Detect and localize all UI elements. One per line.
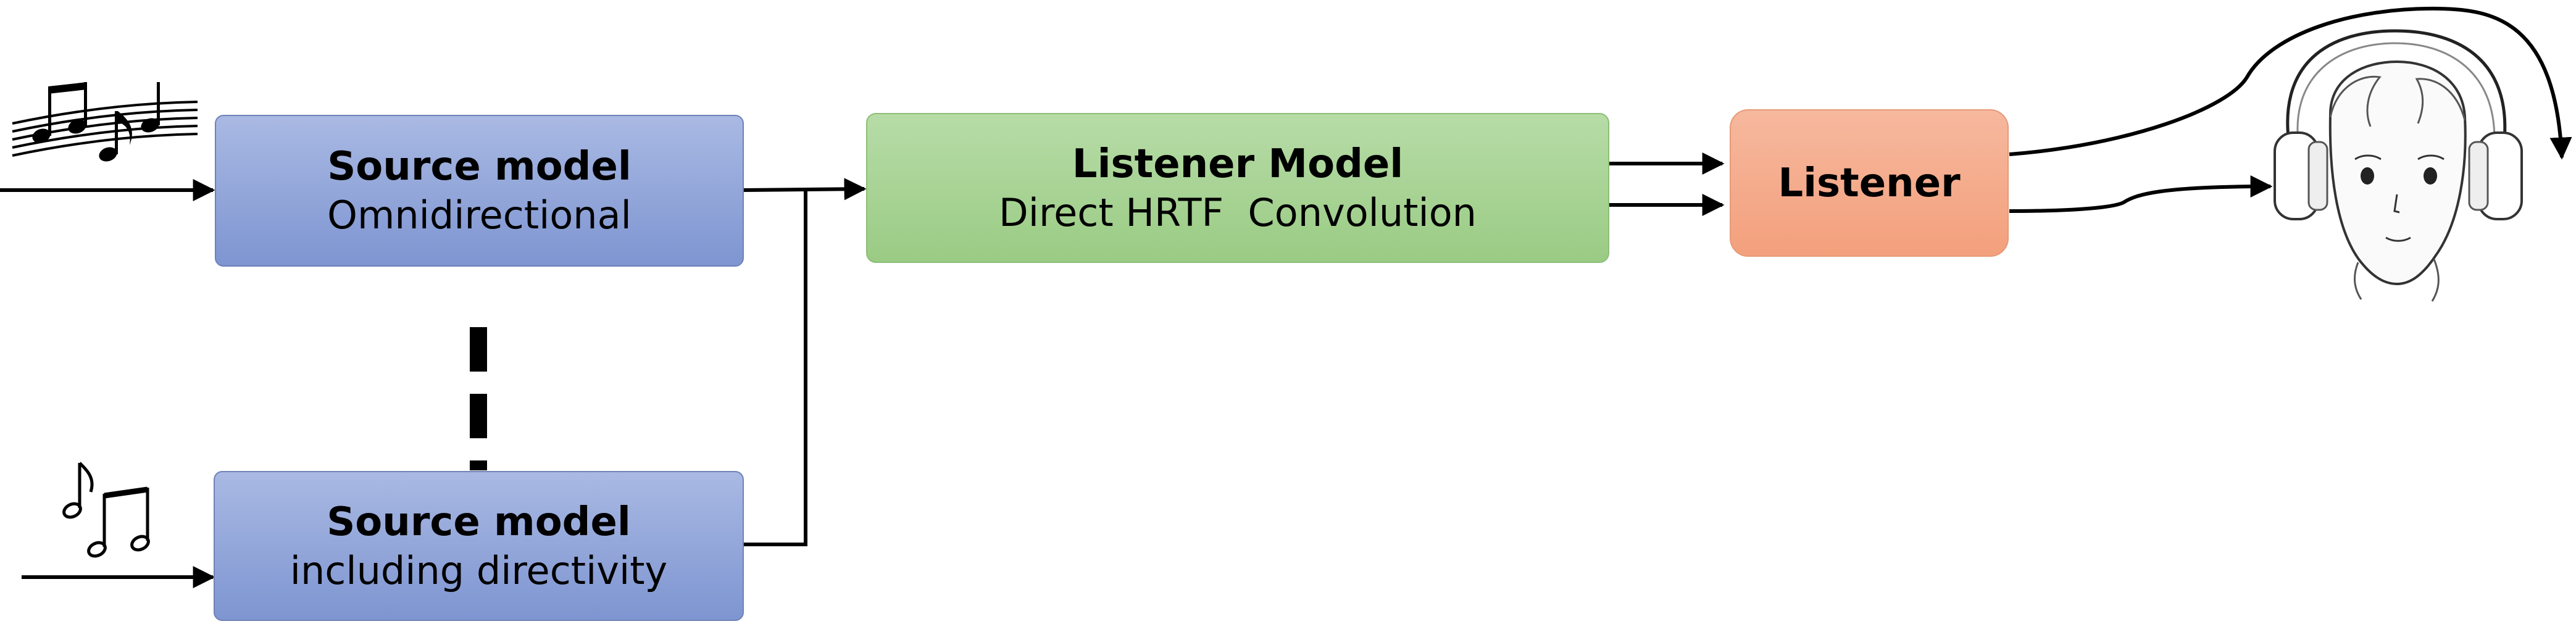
music-notes-staff-icon [12, 82, 198, 162]
source-model-title: Source model [327, 499, 631, 545]
headphone-listener-icon [2274, 29, 2523, 302]
bottom-source-connector [743, 189, 807, 546]
listener-title: Listener [1778, 160, 1961, 206]
source-model-subtitle: Omnidirectional [327, 193, 631, 238]
listener-model-title: Listener Model [1072, 141, 1404, 187]
source-model-subtitle: including directivity [290, 547, 668, 593]
music-notes-icon [62, 462, 150, 558]
source-model-title: Source model [327, 144, 631, 190]
listener-box: Listener [1730, 109, 2009, 257]
headphone-cable-bottom [2009, 175, 2273, 213]
source-model-directivity-box: Source model including directivity [214, 471, 744, 621]
source-model-omnidirectional-box: Source model Omnidirectional [215, 115, 744, 267]
listener-model-box: Listener Model Direct HRTF Convolution [866, 113, 1609, 263]
headphone-cable-top [2009, 6, 2572, 160]
listener-model-subtitle: Direct HRTF Convolution [999, 189, 1477, 235]
